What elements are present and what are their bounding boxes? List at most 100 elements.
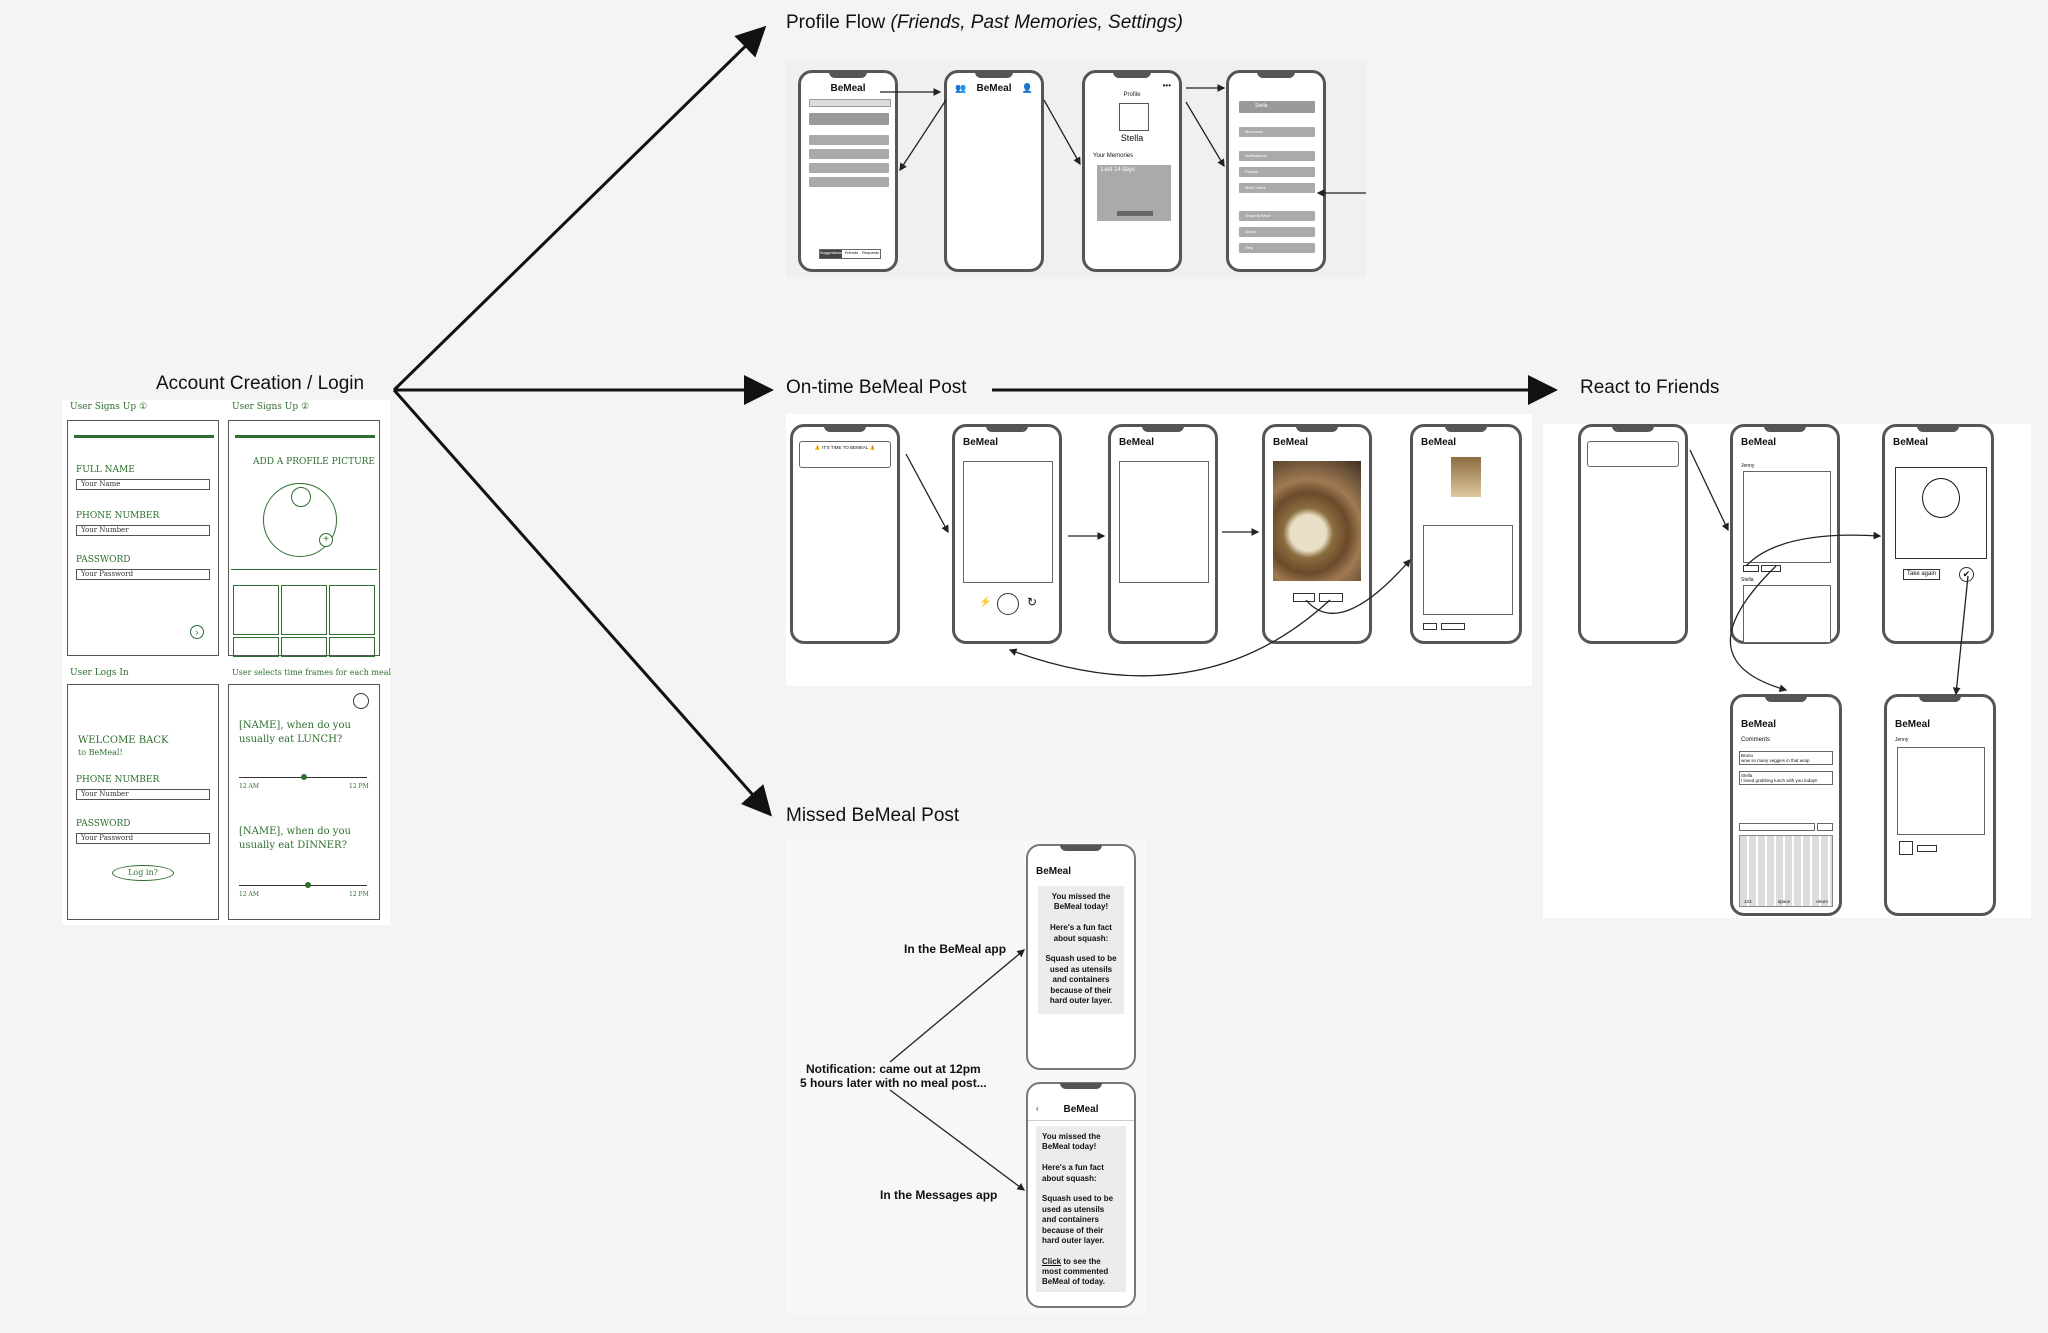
camera-preview xyxy=(963,461,1053,583)
photo-grid-cell[interactable] xyxy=(329,637,375,657)
keyboard-num-key[interactable]: 123 xyxy=(1744,899,1752,904)
send-button[interactable] xyxy=(1817,823,1833,831)
invite-friends-row[interactable] xyxy=(809,113,889,125)
comment-input[interactable] xyxy=(1739,823,1815,831)
search-input[interactable] xyxy=(809,99,891,107)
comments-screen-phone: BeMeal Comments Bruno wow so many veggie… xyxy=(1730,694,1842,916)
comment-button[interactable] xyxy=(1917,845,1937,852)
settings-row-share[interactable]: Share BeMeal xyxy=(1239,211,1315,221)
own-post-thumbnail[interactable] xyxy=(1451,457,1481,497)
password-field[interactable]: Your Password xyxy=(76,833,210,844)
profile-icon[interactable]: 👤 xyxy=(1021,83,1033,93)
friend-row[interactable] xyxy=(809,177,889,187)
phone-field[interactable]: Your Number xyxy=(76,525,210,536)
more-icon[interactable]: ••• xyxy=(1162,81,1171,90)
lunch-slider-handle[interactable] xyxy=(301,774,307,780)
profile-picture-circle[interactable] xyxy=(263,483,337,557)
post-button[interactable] xyxy=(1293,593,1315,602)
settings-name: Stella xyxy=(1255,103,1268,109)
reaction-thumbnail[interactable] xyxy=(1899,841,1913,855)
login-button[interactable]: Log in? xyxy=(112,865,174,881)
full-name-field[interactable]: Your Name xyxy=(76,479,210,490)
phone-label: PHONE NUMBER xyxy=(76,511,160,521)
app-title: BeMeal xyxy=(1119,437,1155,448)
full-name-label: FULL NAME xyxy=(76,465,135,475)
settings-profile-row[interactable]: Stella xyxy=(1239,101,1315,113)
friend-post[interactable] xyxy=(1423,525,1513,615)
take-again-button[interactable]: Take again xyxy=(1903,569,1941,580)
friend-post[interactable] xyxy=(1897,747,1985,835)
settings-row-about[interactable]: About xyxy=(1239,227,1315,237)
shutter-button[interactable] xyxy=(997,593,1019,615)
settings-row-notifications[interactable]: Notifications xyxy=(1239,151,1315,161)
photo-grid-cell[interactable] xyxy=(233,637,279,657)
settings-row-meal-times[interactable]: Meal Times xyxy=(1239,183,1315,193)
photo-grid-cell[interactable] xyxy=(329,585,375,635)
arrow-to-profile xyxy=(392,25,767,392)
profile-name: Stella xyxy=(1120,133,1144,143)
sender-name: BeMeal xyxy=(1063,1104,1099,1115)
smiley-face-icon xyxy=(1922,478,1960,518)
keyboard-return-key[interactable]: return xyxy=(1816,899,1828,904)
photo-grid-cell[interactable] xyxy=(233,585,279,635)
dinner-slider-handle[interactable] xyxy=(305,882,311,888)
friend-row[interactable] xyxy=(809,163,889,173)
sms-line: Click to see the most commented BeMeal o… xyxy=(1042,1257,1120,1288)
app-title: BeMeal xyxy=(1036,866,1072,877)
view-memories-button[interactable] xyxy=(1117,211,1153,216)
password-field[interactable]: Your Password xyxy=(76,569,210,580)
comment-text: wow so many veggies in that wrap xyxy=(1741,758,1810,763)
keyboard[interactable]: 123 space return xyxy=(1739,835,1833,907)
friend-row[interactable] xyxy=(809,149,889,159)
tab-requests[interactable]: Requests xyxy=(862,250,879,255)
photo-grid-cell[interactable] xyxy=(281,585,327,635)
react-section-label: React to Friends xyxy=(1580,377,1720,398)
arrow-profile-2 xyxy=(899,99,947,172)
memories-card[interactable]: Last 14 days xyxy=(1097,165,1171,221)
arrow-react-2 xyxy=(1745,531,1882,567)
friend-name: Jenny xyxy=(1895,737,1909,743)
signup2-caption: User Signs Up ② xyxy=(232,402,310,412)
react-button[interactable] xyxy=(1423,623,1437,630)
back-icon[interactable]: ‹ xyxy=(1036,1104,1039,1113)
friend-post[interactable] xyxy=(1743,471,1831,563)
your-memories-label: Your Memories xyxy=(1093,153,1134,159)
react-button[interactable] xyxy=(1743,565,1759,572)
tab-suggestions[interactable]: Suggestions xyxy=(820,250,843,258)
arrow-to-missed xyxy=(392,389,772,817)
flash-icon[interactable]: ⚡ xyxy=(979,597,992,608)
time-to-bemeal-notification[interactable]: ⚠️ IT'S TIME TO BEMEAL ⚠️ xyxy=(799,441,891,468)
lunch-start-label: 12 AM xyxy=(239,783,260,790)
friend-row[interactable] xyxy=(809,135,889,145)
add-photo-icon[interactable]: + xyxy=(319,533,333,547)
settings-row-help[interactable]: Help xyxy=(1239,243,1315,253)
click-link[interactable]: Click xyxy=(1042,1256,1062,1266)
in-app-label: In the BeMeal app xyxy=(904,942,1007,956)
dinner-time-slider[interactable] xyxy=(239,885,367,886)
dinner-start-label: 12 AM xyxy=(239,891,260,898)
tab-friends[interactable]: Friends xyxy=(844,250,859,255)
camera-preview xyxy=(1119,461,1209,583)
reaction-capture-phone: BeMeal Take again ✔ xyxy=(1882,424,1994,644)
home-screen-phone: BeMeal 👥 👤 xyxy=(944,70,1044,272)
signup2-sketch: ADD A PROFILE PICTURE + xyxy=(228,420,380,657)
settings-row-privacy[interactable]: Privacy xyxy=(1239,167,1315,177)
flip-camera-icon[interactable]: ↻ xyxy=(1027,595,1038,609)
friend-post[interactable] xyxy=(1743,585,1831,643)
photo-grid-cell[interactable] xyxy=(281,637,327,657)
settings-row-label: About xyxy=(1245,229,1256,234)
friends-icon[interactable]: 👥 xyxy=(955,83,967,93)
confirm-check-icon[interactable]: ✔ xyxy=(1959,567,1974,582)
keyboard-space-key[interactable]: space xyxy=(1778,899,1791,904)
comment-button[interactable] xyxy=(1441,623,1465,630)
next-arrow-icon[interactable]: › xyxy=(190,625,204,639)
friend-post-notification[interactable] xyxy=(1587,441,1679,467)
notification-note-line: Notification: came out at 12pm xyxy=(806,1062,981,1076)
times-sketch: [NAME], when do you usually eat LUNCH? 1… xyxy=(228,684,380,920)
profile-label-main: Profile Flow xyxy=(786,12,886,33)
settings-row-memories[interactable]: Memories xyxy=(1239,127,1315,137)
phone-field[interactable]: Your Number xyxy=(76,789,210,800)
profile-label-sub: (Friends, Past Memories, Settings) xyxy=(890,12,1184,33)
retake-button[interactable] xyxy=(1319,593,1343,602)
